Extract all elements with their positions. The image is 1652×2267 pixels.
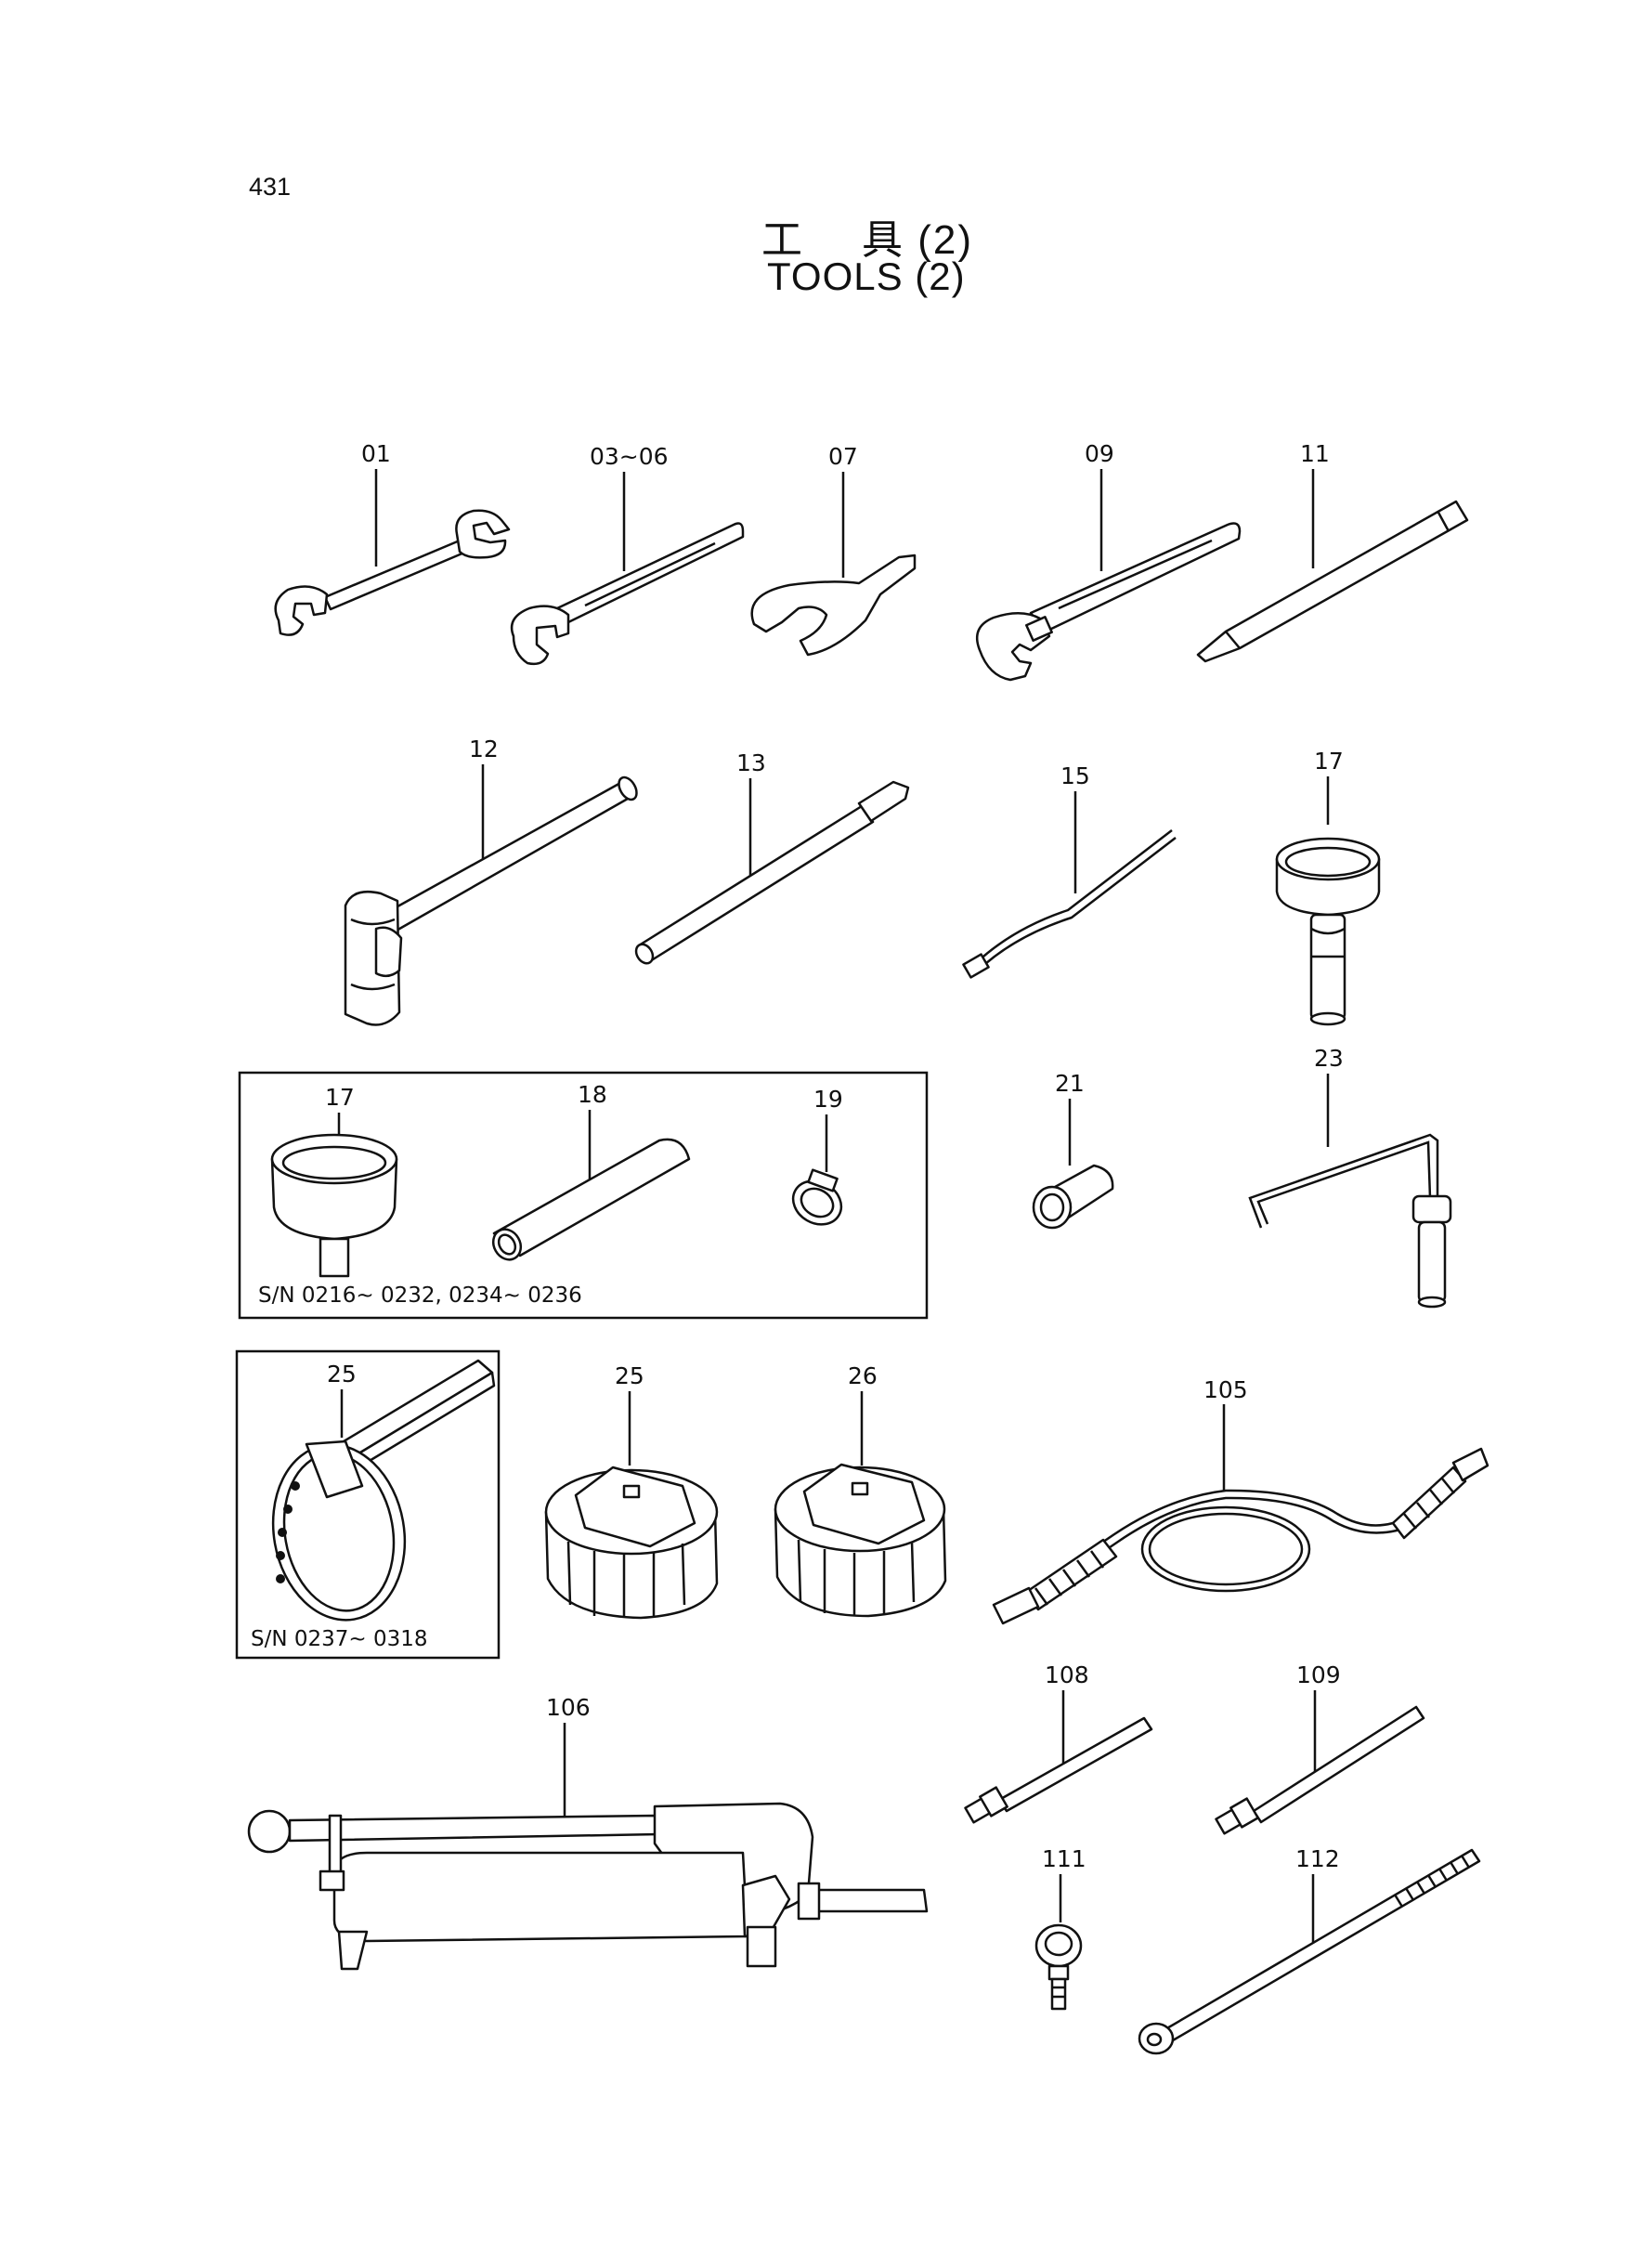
- label-109: 109: [1296, 1661, 1341, 1688]
- part-07-spanner: 07: [750, 443, 917, 657]
- label-106: 106: [546, 1694, 591, 1721]
- label-23: 23: [1314, 1045, 1344, 1072]
- part-17-cup: 17: [270, 1084, 398, 1278]
- part-12-hammer: 12: [344, 736, 638, 1026]
- part-13-bar: 13: [634, 749, 910, 965]
- serial-box-1: [238, 1071, 929, 1320]
- part-26-filter-wrench: 26: [774, 1362, 947, 1618]
- label-26: 26: [848, 1362, 878, 1389]
- label-21: 21: [1055, 1070, 1085, 1097]
- part-18-pipe: 18: [491, 1081, 691, 1261]
- part-11-chisel: 11: [1196, 440, 1469, 663]
- title-jp-char-1: 工: [761, 217, 804, 263]
- part-03-06-wrench: 03~06: [510, 443, 745, 666]
- part-108-rod: 108: [964, 1661, 1153, 1824]
- part-112-long-bolt: 112: [1138, 1845, 1481, 2055]
- part-21-socket: 21: [1032, 1070, 1114, 1230]
- label-13: 13: [736, 749, 766, 776]
- label-19: 19: [813, 1086, 843, 1113]
- serial-note-1: S/N 0216~ 0232, 0234~ 0236: [258, 1283, 582, 1308]
- page-title-english: TOOLS (2): [767, 254, 966, 298]
- part-09-adjustable-wrench: 09: [975, 440, 1242, 682]
- part-01-wrench: 01: [274, 440, 511, 636]
- serial-note-2: S/N 0237~ 0318: [251, 1627, 428, 1651]
- title-jp-char-2: 具 (2): [862, 217, 973, 263]
- label-111: 111: [1042, 1845, 1086, 1872]
- page-number: 431: [249, 173, 292, 201]
- part-111-eye-bolt: 111: [1034, 1845, 1086, 2011]
- label-01: 01: [361, 440, 391, 467]
- part-15-rod: 15: [962, 762, 1177, 979]
- label-12: 12: [469, 736, 499, 762]
- part-19-hose-clamp: 19: [791, 1086, 843, 1226]
- label-25-boxed: 25: [327, 1361, 357, 1388]
- label-17-upper: 17: [1314, 748, 1344, 775]
- page-title-japanese: 工 具 (2): [761, 206, 973, 266]
- part-106-hydraulic-pump: 106: [247, 1694, 929, 1971]
- part-25-filter-wrench: 25: [544, 1362, 719, 1620]
- part-105-hose: 105: [992, 1376, 1489, 1625]
- label-105: 105: [1203, 1376, 1248, 1403]
- label-03-06: 03~06: [590, 443, 669, 470]
- part-109-rod: 109: [1215, 1661, 1425, 1835]
- label-108: 108: [1045, 1661, 1089, 1688]
- serial-box-2: [235, 1349, 501, 1660]
- label-11: 11: [1300, 440, 1330, 467]
- label-15: 15: [1060, 762, 1090, 789]
- label-18: 18: [578, 1081, 607, 1108]
- part-17-cup-tool: 17: [1275, 748, 1381, 1026]
- part-23-hex-key: 23: [1248, 1045, 1452, 1309]
- label-17-boxed: 17: [325, 1084, 355, 1111]
- label-09: 09: [1085, 440, 1114, 467]
- label-07: 07: [828, 443, 858, 470]
- label-25: 25: [615, 1362, 644, 1389]
- part-25-strap-wrench: 25: [271, 1359, 496, 1622]
- label-112: 112: [1295, 1845, 1340, 1872]
